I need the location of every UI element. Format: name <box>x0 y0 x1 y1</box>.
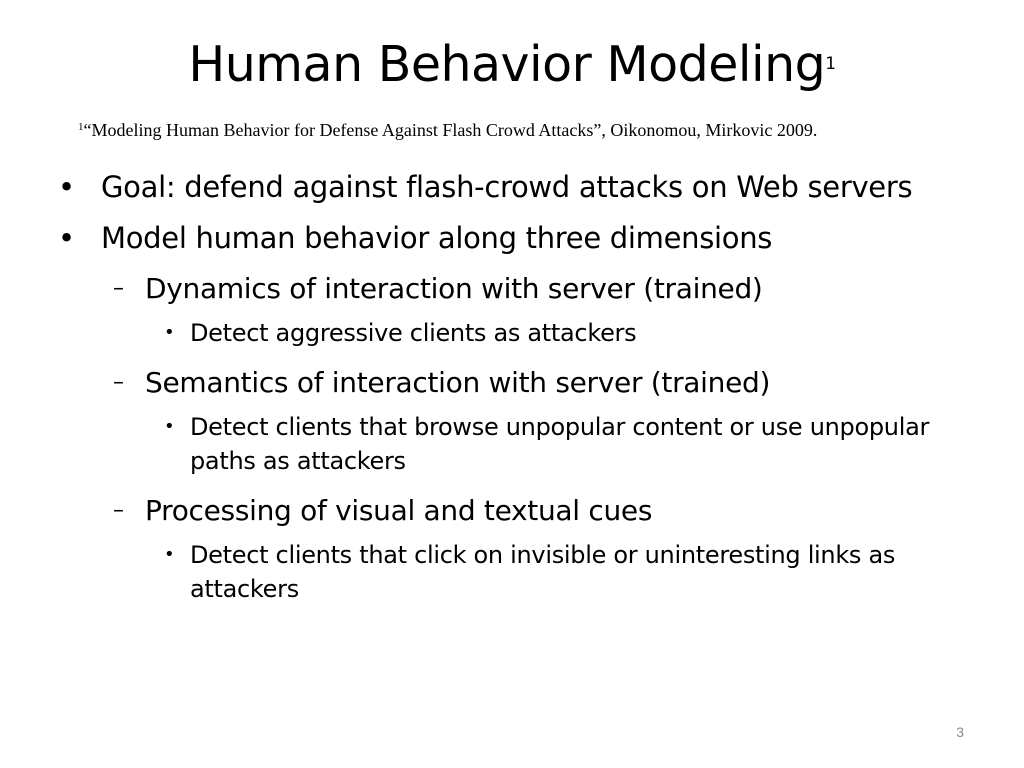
slide-title-text: Human Behavior Modeling <box>188 36 826 93</box>
sub-sub-bullet-text: Detect aggressive clients as attackers <box>190 319 637 347</box>
bullet-marker: • <box>58 221 75 255</box>
sub-bullet-text: Processing of visual and textual cues <box>145 494 653 527</box>
dash-marker: – <box>113 498 124 523</box>
sub-bullet-text: Dynamics of interaction with server (tra… <box>145 272 763 305</box>
small-bullet-marker: • <box>164 544 175 565</box>
page-number: 3 <box>956 724 964 740</box>
small-bullet-marker: • <box>164 416 175 437</box>
bullet-marker: • <box>58 170 75 204</box>
sub-sub-bullet-text: Detect clients that browse unpopular con… <box>190 413 930 475</box>
bullet-item-model: • Model human behavior along three dimen… <box>58 219 958 258</box>
sub-sub-bullet-text: Detect clients that click on invisible o… <box>190 541 896 603</box>
sub-sub-bullet-invisible: • Detect clients that click on invisible… <box>58 538 958 606</box>
sub-bullet-semantics: – Semantics of interaction with server (… <box>58 364 958 401</box>
sub-bullet-text: Semantics of interaction with server (tr… <box>145 366 771 399</box>
bullet-list: • Goal: defend against flash-crowd attac… <box>58 168 958 620</box>
small-bullet-marker: • <box>164 322 175 343</box>
citation-text: “Modeling Human Behavior for Defense Aga… <box>83 120 818 140</box>
dash-marker: – <box>113 276 124 301</box>
bullet-item-goal: • Goal: defend against flash-crowd attac… <box>58 168 958 207</box>
sub-sub-bullet-unpopular: • Detect clients that browse unpopular c… <box>58 410 958 478</box>
citation: 1“Modeling Human Behavior for Defense Ag… <box>78 120 1018 142</box>
sub-bullet-dynamics: – Dynamics of interaction with server (t… <box>58 270 958 307</box>
title-footnote-mark: 1 <box>825 54 836 74</box>
citation-mark: 1 <box>78 121 84 133</box>
dash-marker: – <box>113 370 124 395</box>
sub-bullet-processing: – Processing of visual and textual cues <box>58 492 958 529</box>
bullet-text: Model human behavior along three dimensi… <box>101 221 773 255</box>
bullet-text: Goal: defend against flash-crowd attacks… <box>101 170 913 204</box>
sub-sub-bullet-aggressive: • Detect aggressive clients as attackers <box>58 316 958 350</box>
slide-title: Human Behavior Modeling1 <box>0 36 1024 95</box>
